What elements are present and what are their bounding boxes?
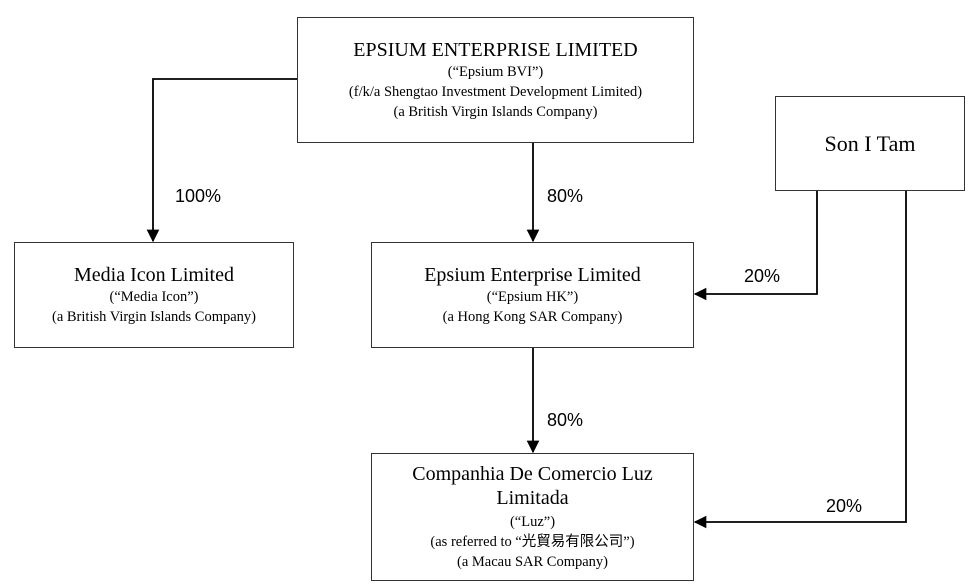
- entity-detail: (f/k/a Shengtao Investment Development L…: [348, 84, 643, 100]
- entity-detail: (a Macau SAR Company): [456, 554, 608, 570]
- entity-detail: (“Luz”): [509, 514, 556, 530]
- entity-detail: (a British Virgin Islands Company): [393, 104, 598, 120]
- entity-title: Companhia De Comercio Luz: [412, 463, 653, 485]
- ownership-label-epsium-hk-luz: 80%: [547, 410, 584, 430]
- entity-box-luz: Companhia De Comercio Luz Limitada (“Luz…: [371, 453, 694, 581]
- ownership-label-bvi-epsium-hk: 80%: [547, 186, 584, 206]
- entity-box-epsium-bvi: EPSIUM ENTERPRISE LIMITED (“Epsium BVI”)…: [297, 17, 694, 143]
- entity-detail: (“Epsium HK”): [486, 289, 579, 305]
- entity-title: EPSIUM ENTERPRISE LIMITED: [353, 39, 638, 61]
- entity-detail: (as referred to “光貿易有限公司”): [430, 534, 635, 550]
- entity-detail: (a Hong Kong SAR Company): [442, 309, 623, 325]
- ownership-label-son-luz: 20%: [826, 496, 863, 516]
- entity-box-epsium-hk: Epsium Enterprise Limited (“Epsium HK”) …: [371, 242, 694, 348]
- entity-detail: (“Media Icon”): [109, 289, 199, 305]
- entity-detail: (a British Virgin Islands Company): [52, 309, 256, 325]
- ownership-label-son-epsium-hk: 20%: [744, 266, 781, 286]
- entity-box-media-icon: Media Icon Limited (“Media Icon”) (a Bri…: [14, 242, 294, 348]
- entity-title: Media Icon Limited: [74, 264, 234, 286]
- connector-son-epsium-hk: [693, 190, 818, 301]
- entity-detail: (“Epsium BVI”): [447, 64, 544, 80]
- connector-bvi-media-icon: [146, 78, 297, 243]
- entity-box-son-i-tam: Son I Tam: [775, 96, 965, 191]
- ownership-label-bvi-media-icon: 100%: [175, 186, 222, 206]
- entity-title: Epsium Enterprise Limited: [424, 264, 641, 286]
- connector-son-luz: [693, 190, 907, 529]
- entity-title: Limitada: [496, 487, 569, 509]
- entity-title: Son I Tam: [824, 130, 916, 156]
